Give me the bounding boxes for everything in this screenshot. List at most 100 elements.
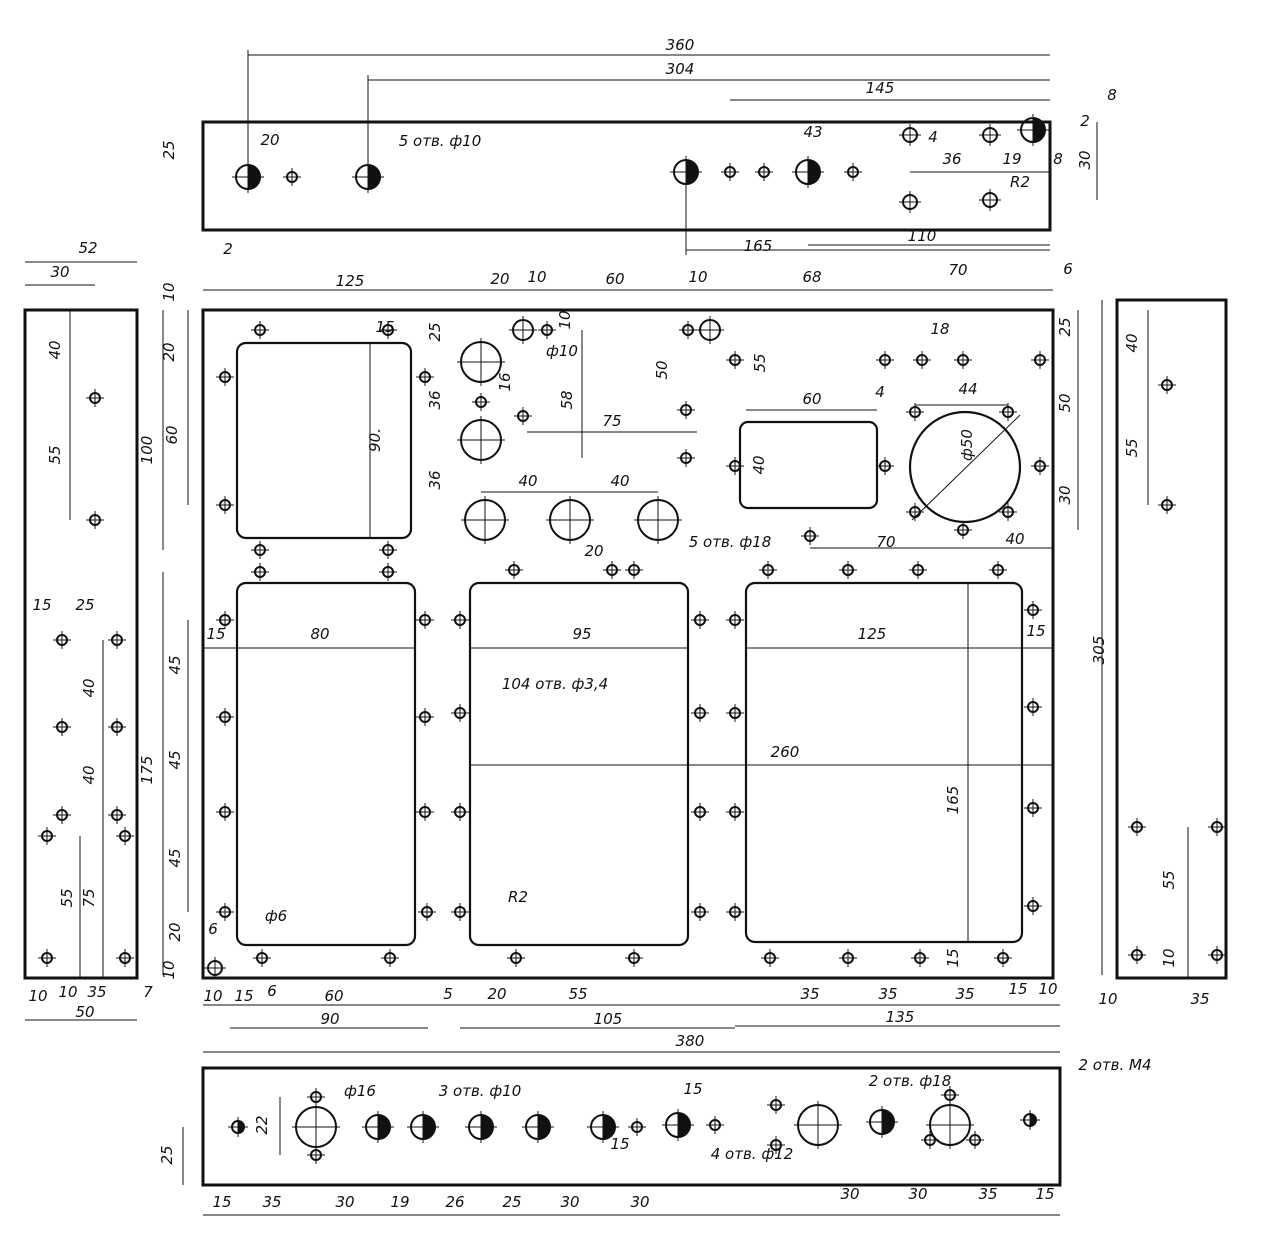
- dimension-label: 10: [1038, 980, 1057, 998]
- dimension-label: 25: [426, 322, 444, 341]
- dimension-label: 40: [518, 472, 537, 490]
- dimension-label: 20: [160, 342, 178, 361]
- dimension-label: 25: [158, 1145, 176, 1164]
- mounting-hole: [379, 541, 397, 559]
- mounting-hole: [108, 631, 126, 649]
- mounting-hole-large: [232, 161, 264, 193]
- dimension-label: 125: [336, 272, 365, 290]
- mounting-hole-large: [662, 1109, 694, 1141]
- dimension-label: ф50: [958, 429, 976, 461]
- mounting-hole: [1031, 457, 1049, 475]
- mounting-hole: [1128, 818, 1146, 836]
- mounting-hole: [691, 611, 709, 629]
- mounting-hole: [1031, 351, 1049, 369]
- mounting-hole: [451, 903, 469, 921]
- cutout: [235, 581, 417, 947]
- mounting-hole: [1024, 601, 1042, 619]
- mounting-hole: [726, 457, 744, 475]
- dimension-label: 60: [163, 425, 181, 444]
- mounting-hole-large: [352, 161, 384, 193]
- dimension-label: 40: [1005, 530, 1024, 548]
- dimension-label: 104 отв. ф3,4: [502, 675, 608, 693]
- mounting-hole: [721, 163, 739, 181]
- mounting-hole: [1158, 496, 1176, 514]
- mounting-hole: [381, 949, 399, 967]
- mounting-hole-large: [522, 1111, 554, 1143]
- dimension-label: 18: [930, 320, 949, 338]
- mounting-hole-large: [407, 1111, 439, 1143]
- dimension-label: 20: [584, 542, 603, 560]
- mounting-hole: [1024, 897, 1042, 915]
- mounting-hole: [899, 124, 921, 146]
- dimension-label: R2: [508, 888, 528, 906]
- mounting-hole-large: [634, 496, 682, 544]
- dimension-label: 165: [744, 237, 773, 255]
- dimension-label: 15: [683, 1080, 702, 1098]
- dimension-label: ф16: [344, 1082, 376, 1100]
- dimension-label: 19: [1002, 150, 1021, 168]
- mounting-hole: [204, 957, 226, 979]
- dimension-label: 10: [1098, 990, 1117, 1008]
- mounting-hole: [86, 511, 104, 529]
- mounting-hole: [53, 806, 71, 824]
- mounting-hole-large: [866, 1106, 898, 1138]
- dimension-label: 80: [310, 625, 329, 643]
- dimension-label: 60: [324, 987, 343, 1005]
- cutout: [235, 341, 413, 540]
- mounting-hole: [216, 803, 234, 821]
- dimension-label: 55: [568, 985, 587, 1003]
- bottom-strip: [201, 1066, 1062, 1187]
- mounting-hole: [416, 368, 434, 386]
- mounting-hole: [216, 903, 234, 921]
- dimension-label: 70: [876, 533, 895, 551]
- mounting-hole-large: [792, 156, 824, 188]
- mounting-hole-large: [670, 156, 702, 188]
- dimension-label: 40: [1123, 333, 1141, 352]
- dimension-label: 15: [212, 1193, 231, 1211]
- dimension-label: 3 отв. ф10: [439, 1082, 522, 1100]
- mounting-hole: [1128, 946, 1146, 964]
- dimension-label: 50: [1056, 393, 1074, 412]
- mounting-hole: [941, 1086, 959, 1104]
- dimension-label: 50: [653, 360, 671, 379]
- dimension-label: 40: [80, 765, 98, 784]
- dimension-label: 40: [46, 340, 64, 359]
- mounting-hole: [538, 321, 556, 339]
- mounting-hole: [1208, 946, 1226, 964]
- dimension-label: 15: [32, 596, 51, 614]
- mounting-hole-large: [794, 1101, 842, 1149]
- mounting-hole-large: [546, 496, 594, 544]
- dimension-label: 10: [160, 960, 178, 979]
- dimension-label: 360: [666, 36, 695, 54]
- mounting-hole: [216, 708, 234, 726]
- dimension-label: 35: [1190, 990, 1209, 1008]
- dimension-label: 30: [335, 1193, 354, 1211]
- dimension-label: 6: [267, 982, 277, 1000]
- mounting-hole-large: [457, 338, 505, 386]
- dimension-label: 52: [78, 239, 97, 257]
- dimension-label: 95: [572, 625, 591, 643]
- dimension-label: 40: [80, 678, 98, 697]
- dimension-label: 36: [942, 150, 961, 168]
- mounting-hole: [767, 1136, 785, 1154]
- mounting-hole: [1024, 799, 1042, 817]
- dimension-label: 55: [751, 353, 769, 372]
- dimension-label: 25: [1056, 317, 1074, 336]
- mounting-hole: [801, 527, 819, 545]
- dimension-label: 7: [143, 983, 153, 1001]
- dimension-label: 145: [866, 79, 895, 97]
- mounting-hole: [625, 949, 643, 967]
- holes: [38, 114, 1226, 1164]
- dimension-label: 30: [50, 263, 69, 281]
- mounting-hole: [38, 827, 56, 845]
- mounting-hole: [921, 1131, 939, 1149]
- mounting-hole: [691, 803, 709, 821]
- top-strip: [201, 120, 1052, 232]
- dimension-label: 30: [1056, 485, 1074, 504]
- dimension-label: 2 отв. М4: [1078, 1056, 1151, 1074]
- dimension-label: 44: [958, 380, 977, 398]
- dimension-label: 380: [676, 1032, 705, 1050]
- mounting-hole: [283, 168, 301, 186]
- dimension-label: 4 отв. ф12: [711, 1145, 794, 1163]
